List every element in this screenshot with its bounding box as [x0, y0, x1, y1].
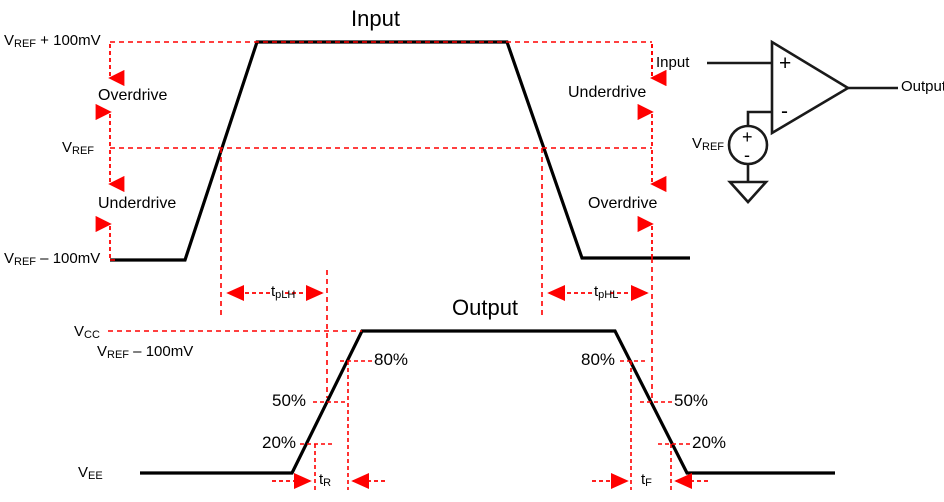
opamp-minus-sign: -	[781, 100, 788, 123]
level-label-vref-minus: VREF – 100mV	[4, 250, 101, 268]
opamp-schematic	[707, 39, 898, 204]
transition-label-tf: tF	[641, 471, 652, 489]
percent-label-rise-80: 80%	[374, 350, 409, 369]
schematic-input-label: Input	[656, 54, 690, 71]
output-waveform-trace	[140, 329, 835, 475]
percent-label-rise-20: 20%	[262, 433, 297, 452]
delay-label-tphl: tpHL	[594, 283, 619, 301]
transition-label-tr: tR	[319, 471, 332, 489]
level-label-vee: VEE	[78, 464, 103, 482]
source-minus-sign: -	[744, 145, 750, 165]
percent-label-fall-20: 20%	[692, 433, 727, 452]
annotation-underdrive-left: Underdrive	[98, 195, 177, 212]
source-plus-sign: +	[742, 127, 753, 147]
percent-label-fall-80: 80%	[581, 350, 616, 369]
schematic-output-label: Output	[901, 78, 944, 95]
input-level-guides	[110, 41, 652, 261]
output-title: Output	[452, 295, 519, 320]
opamp-triangle	[770, 39, 851, 136]
level-label-vcc: VCC	[74, 323, 100, 341]
percent-label-rise-50: 50%	[272, 391, 307, 410]
level-label-vcc-note: VREF – 100mV	[97, 343, 194, 361]
ground-symbol	[727, 180, 769, 204]
opamp-inverting-wire	[746, 110, 772, 126]
fall-percent-ticks	[620, 360, 690, 490]
annotation-overdrive-right: Overdrive	[588, 195, 658, 212]
delay-label-tplh: tpLH	[271, 283, 296, 301]
input-crossing-droplines	[220, 148, 653, 398]
input-title: Input	[351, 6, 400, 31]
annotation-underdrive-right: Underdrive	[568, 84, 647, 101]
input-waveform-trace	[110, 40, 690, 262]
percent-label-fall-50: 50%	[674, 391, 709, 410]
rise-percent-ticks	[300, 360, 372, 490]
schematic-vref-label: VREF	[692, 135, 725, 153]
level-label-vref-plus: VREF + 100mV	[4, 32, 101, 50]
annotation-overdrive-left: Overdrive	[98, 87, 168, 104]
level-label-vref: VREF	[62, 139, 95, 157]
opamp-plus-sign: +	[779, 52, 792, 75]
